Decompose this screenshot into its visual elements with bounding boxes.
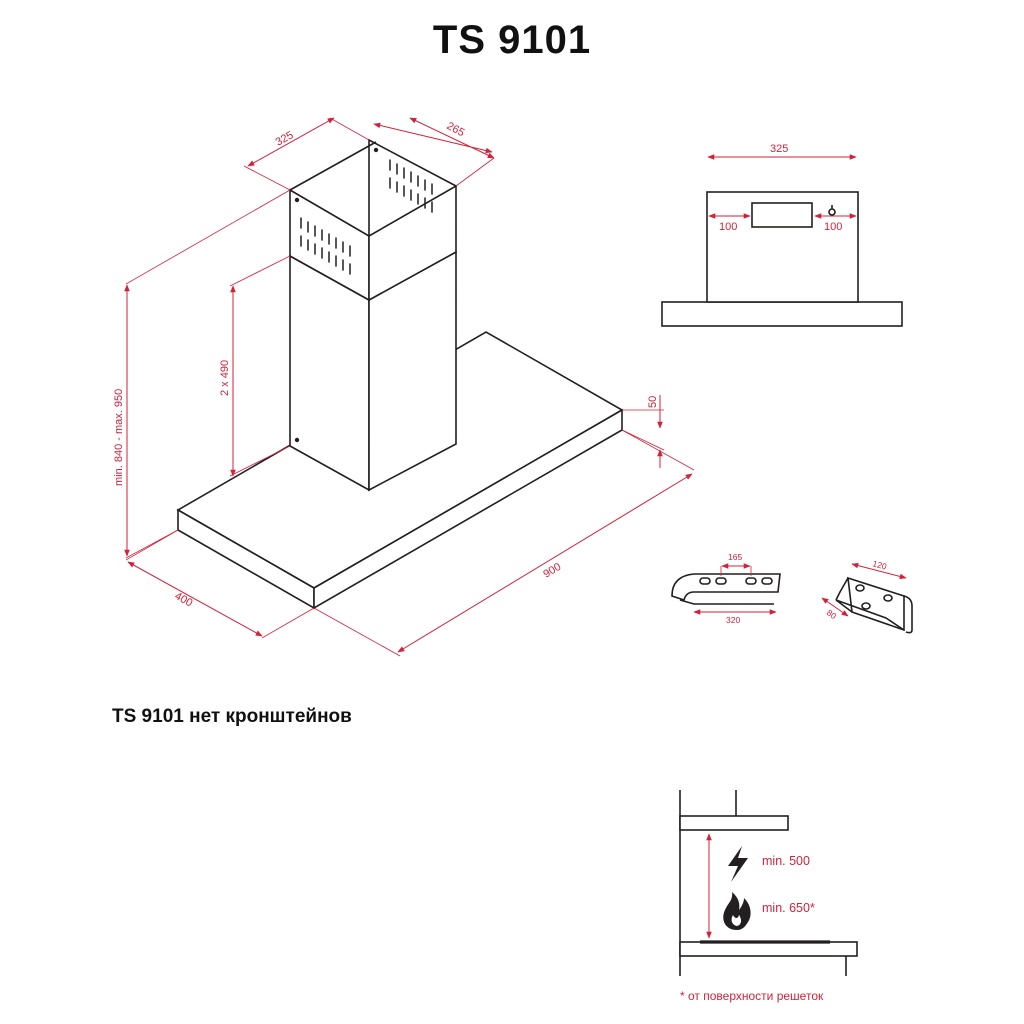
front-view: 325 100 100 bbox=[661, 143, 903, 327]
dim-right-offset: 100 bbox=[824, 221, 842, 233]
clearance-electric: min. 500 bbox=[762, 854, 810, 868]
bracket-angled: 120 80 bbox=[821, 558, 913, 634]
bracket-flat: 165 320 bbox=[671, 552, 781, 625]
clearance-gas: min. 650* bbox=[762, 901, 815, 915]
flame-icon bbox=[723, 892, 751, 930]
vent-slots-front bbox=[300, 217, 351, 275]
hood-isometric bbox=[176, 138, 624, 610]
chimney-upper-side bbox=[368, 184, 457, 302]
chimney-top-edge bbox=[289, 141, 377, 191]
clearance-countertop bbox=[679, 941, 858, 957]
dim-chimney-height: 2 x 490 bbox=[219, 360, 231, 396]
page-title: TS 9101 bbox=[432, 18, 592, 62]
dim-bracket-length: 320 bbox=[726, 615, 740, 625]
dim-bracket-holes: 165 bbox=[728, 552, 742, 562]
dim-chimney-width: 325 bbox=[274, 129, 296, 148]
lightning-icon bbox=[728, 846, 748, 882]
dim-total-height: min. 840 - max. 950 bbox=[113, 389, 125, 486]
clearance-hood bbox=[679, 815, 789, 831]
clearance-footnote: * от поверхности решеток bbox=[680, 989, 824, 1003]
bracket-note: TS 9101 нет кронштейнов bbox=[112, 706, 352, 727]
dim-canopy-thickness: 50 bbox=[647, 396, 659, 408]
dim-canopy-depth: 400 bbox=[173, 590, 195, 609]
dim-top-width: 325 bbox=[770, 143, 788, 155]
clearance-diagram: min. 500 min. 650* * от поверхности реше… bbox=[679, 790, 858, 1003]
dim-bracket-side-depth: 80 bbox=[825, 607, 839, 621]
dim-bracket-side-width: 120 bbox=[871, 558, 888, 571]
dim-left-offset: 100 bbox=[719, 221, 737, 233]
front-view-canopy bbox=[661, 301, 903, 327]
front-view-cutout bbox=[751, 202, 813, 228]
front-view-chimney bbox=[706, 191, 859, 303]
vent-slots-side bbox=[389, 159, 433, 213]
